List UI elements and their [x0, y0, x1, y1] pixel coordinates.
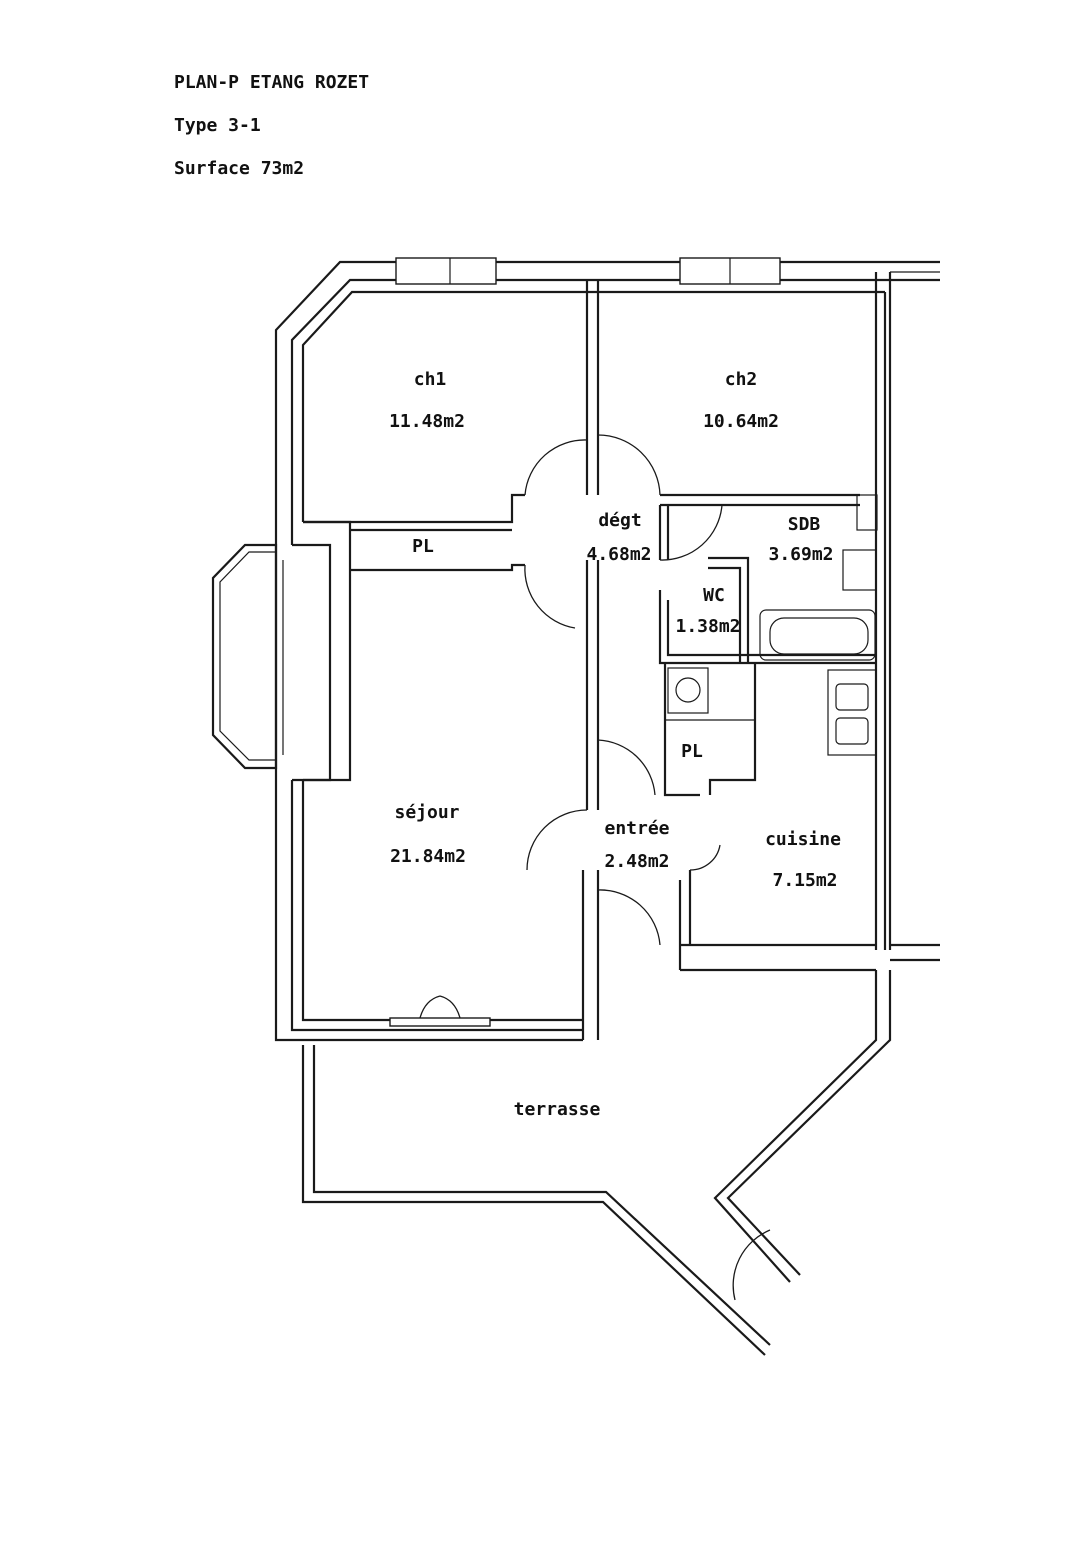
room-area-ch1: 11.48m2	[389, 411, 465, 432]
room-area-entree: 2.48m2	[604, 851, 669, 872]
bay-window	[211, 543, 284, 770]
room-area-degt: 4.68m2	[586, 544, 651, 565]
room-area-cuisine: 7.15m2	[772, 870, 837, 891]
exterior-walls	[274, 260, 940, 1042]
doors	[389, 434, 723, 1027]
room-name-closet-2: PL	[681, 741, 703, 762]
top-windows	[395, 257, 781, 285]
room-area-wc: 1.38m2	[675, 616, 740, 637]
room-area-sejour: 21.84m2	[390, 846, 466, 867]
terrace-outline	[301, 970, 892, 1356]
room-name-sdb: SDB	[788, 514, 821, 535]
room-name-sejour: séjour	[394, 802, 459, 823]
room-labels: ch1 11.48m2 ch2 10.64m2 PL dégt 4.68m2 S…	[389, 369, 841, 1120]
interior-walls	[303, 280, 878, 945]
room-name-cuisine: cuisine	[765, 829, 841, 850]
plan-title: PLAN-P ETANG ROZET	[174, 72, 370, 93]
room-name-ch2: ch2	[725, 369, 758, 390]
room-name-entree: entrée	[604, 818, 669, 839]
room-name-degt: dégt	[598, 510, 641, 531]
apartment-type: Type 3-1	[174, 115, 261, 136]
room-area-ch2: 10.64m2	[703, 411, 779, 432]
room-name-ch1: ch1	[414, 369, 447, 390]
room-name-terrasse: terrasse	[514, 1099, 601, 1120]
room-name-closet-1: PL	[412, 536, 434, 557]
fixtures	[667, 609, 877, 756]
room-area-sdb: 3.69m2	[768, 544, 833, 565]
room-name-wc: WC	[703, 585, 725, 606]
apartment-surface: Surface 73m2	[174, 158, 305, 179]
